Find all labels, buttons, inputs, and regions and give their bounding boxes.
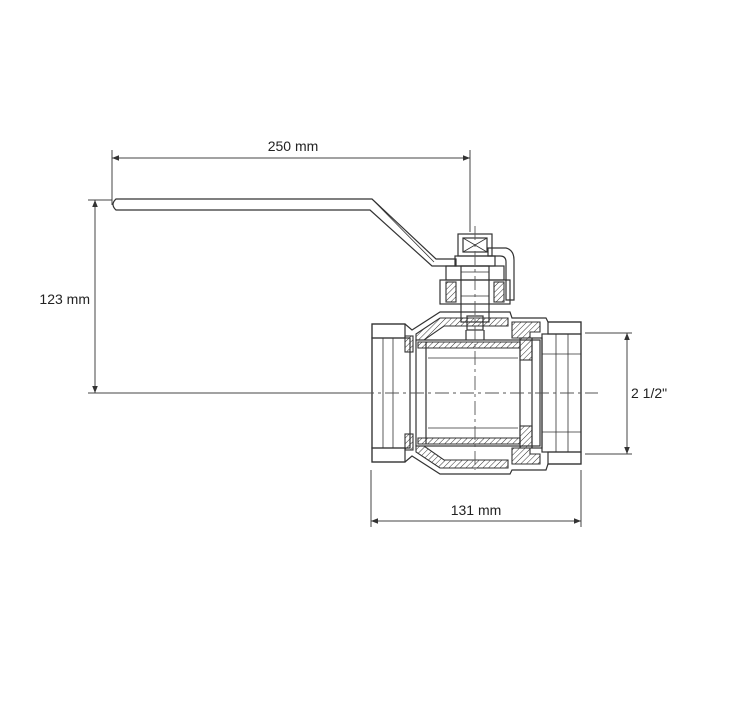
height-label: 123 mm xyxy=(39,291,90,307)
handle-length-label: 250 mm xyxy=(268,138,319,154)
thread-size-dimension: 2 1/2" xyxy=(585,332,667,455)
handle-length-dimension: 250 mm xyxy=(111,138,471,232)
centerlines xyxy=(360,226,598,470)
height-dimension: 123 mm xyxy=(39,199,372,394)
body-length-dimension: 131 mm xyxy=(370,470,582,527)
body-length-label: 131 mm xyxy=(451,502,502,518)
handle-lever xyxy=(112,198,515,301)
thread-size-label: 2 1/2" xyxy=(631,385,667,401)
